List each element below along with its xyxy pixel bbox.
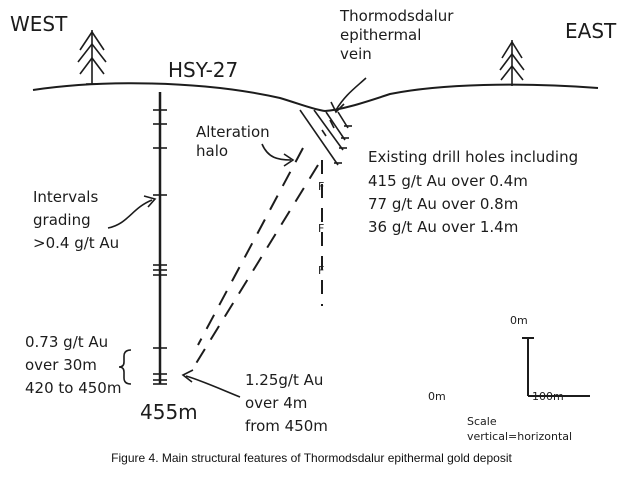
existing-intercept-3: 36 g/t Au over 1.4m bbox=[368, 218, 519, 236]
figure-caption: Figure 4. Main structural features of Th… bbox=[111, 451, 512, 465]
alteration-arrowhead bbox=[283, 153, 295, 167]
intervals-label-line-2: grading bbox=[33, 211, 91, 229]
intervals-label-line-3: >0.4 g/t Au bbox=[33, 234, 120, 252]
east-tree-icon bbox=[499, 40, 525, 86]
existing-drill-holes bbox=[299, 109, 352, 166]
east-label: EAST bbox=[565, 19, 617, 43]
planned-drill-holes bbox=[191, 147, 319, 371]
intervals-arrowhead bbox=[143, 195, 157, 208]
vein-label-line-1: Thormodsdalur bbox=[340, 7, 454, 25]
vein-label-line-3: vein bbox=[340, 45, 372, 63]
main-intercept-line-2: over 30m bbox=[25, 356, 97, 374]
scale-hundred: 100m bbox=[532, 390, 564, 403]
bottom-intercept-line-3: from 450m bbox=[245, 417, 328, 435]
intervals-label-line-1: Intervals bbox=[33, 188, 99, 206]
scale-zero-top: 0m bbox=[510, 314, 528, 327]
scale-zero-left: 0m bbox=[428, 390, 446, 403]
drill-hole-name: HSY-27 bbox=[168, 58, 239, 82]
existing-intercept-2: 77 g/t Au over 0.8m bbox=[368, 195, 519, 213]
scale-note: vertical=horizontal bbox=[467, 430, 573, 443]
intercept-bracket bbox=[118, 349, 132, 385]
vein-label-line-2: epithermal bbox=[340, 26, 422, 44]
scale-bar bbox=[522, 337, 590, 397]
ground-surface-line bbox=[32, 82, 599, 113]
bottom-intercept-arrow bbox=[185, 375, 241, 398]
fault-marker-3: F bbox=[318, 264, 325, 277]
west-tree-icon bbox=[77, 30, 107, 85]
bottom-intercept-line-1: 1.25g/t Au bbox=[245, 371, 324, 389]
existing-holes-heading: Existing drill holes including bbox=[368, 148, 579, 166]
alteration-arrow bbox=[261, 143, 292, 161]
drill-hole-depth: 455m bbox=[140, 400, 198, 424]
vein-arrow bbox=[335, 77, 367, 111]
west-label: WEST bbox=[10, 12, 68, 36]
bottom-intercept-arrowhead bbox=[181, 369, 194, 383]
intervals-arrow bbox=[107, 199, 153, 229]
existing-intercept-1: 415 g/t Au over 0.4m bbox=[368, 172, 528, 190]
bottom-intercept-line-2: over 4m bbox=[245, 394, 308, 412]
main-intercept-line-1: 0.73 g/t Au bbox=[25, 333, 109, 351]
scale-title: Scale bbox=[467, 415, 497, 428]
alteration-label-line-1: Alteration bbox=[196, 123, 270, 141]
annotation-arrows bbox=[107, 77, 367, 398]
fault-marker-2: F bbox=[318, 222, 325, 235]
grade-interval-ticks bbox=[153, 109, 167, 385]
vein-arrowhead bbox=[330, 101, 345, 114]
fault-marker-1: F bbox=[318, 180, 325, 193]
main-intercept-line-3: 420 to 450m bbox=[25, 379, 122, 397]
alteration-label-line-2: halo bbox=[196, 142, 229, 160]
